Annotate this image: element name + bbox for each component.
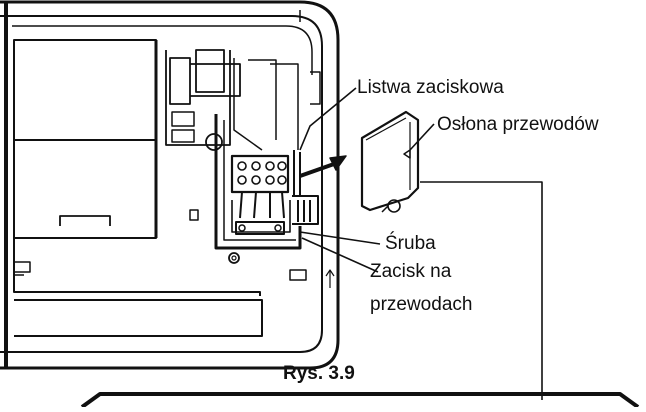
wire-cover-part (360, 110, 420, 213)
label-terminal-strip: Listwa zaciskowa (357, 77, 504, 98)
label-screw: Śruba (385, 233, 436, 254)
label-wire-cover: Osłona przewodów (437, 114, 599, 135)
terminal-block (230, 150, 319, 235)
detail-frame (80, 392, 640, 409)
unit-casing (0, 0, 340, 370)
leader-lines (299, 87, 543, 400)
label-cable-clamp-line1: Zacisk na (370, 261, 452, 282)
label-cable-clamp-line2: przewodach (370, 294, 473, 315)
left-panels (13, 39, 263, 337)
electrical-box (165, 49, 321, 281)
insert-arrow (299, 155, 347, 178)
figure-caption: Rys. 3.9 (283, 363, 355, 384)
